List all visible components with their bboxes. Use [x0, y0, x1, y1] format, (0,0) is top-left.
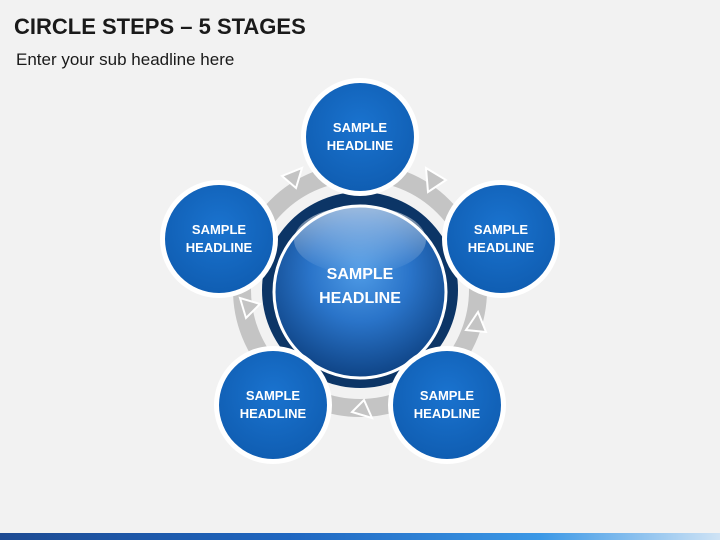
stage-5-label-line2: HEADLINE	[186, 240, 253, 255]
ring-arrow-4	[350, 398, 374, 420]
stage-circle-3: SAMPLE HEADLINE	[388, 346, 506, 464]
stage-5-label-line1: SAMPLE	[192, 222, 247, 237]
stage-circle-4: SAMPLE HEADLINE	[214, 346, 332, 464]
stage-3-label-line2: HEADLINE	[414, 406, 481, 421]
stage-circle-2: SAMPLE HEADLINE	[442, 180, 560, 298]
stage-3-label-line1: SAMPLE	[420, 388, 475, 403]
stage-4-label-line1: SAMPLE	[246, 388, 301, 403]
stage-1-label-line1: SAMPLE	[333, 120, 388, 135]
center-circle: SAMPLE HEADLINE	[262, 192, 458, 388]
ring-arrow-1	[280, 166, 304, 190]
stage-circle-1: SAMPLE HEADLINE	[301, 78, 419, 196]
stage-2-label-line2: HEADLINE	[468, 240, 535, 255]
stage-circle-5: SAMPLE HEADLINE	[160, 180, 278, 298]
center-label-line2: HEADLINE	[319, 290, 401, 307]
slide-subtitle: Enter your sub headline here	[16, 50, 235, 69]
footer-accent-bar	[0, 533, 720, 540]
ring-arrow-2	[424, 166, 448, 194]
stage-1-label-line2: HEADLINE	[327, 138, 394, 153]
center-label-line1: SAMPLE	[327, 266, 394, 283]
ring-arrows	[238, 166, 488, 420]
slide-title: CIRCLE STEPS – 5 STAGES	[14, 14, 306, 39]
ring-arrow-5	[238, 296, 262, 320]
stage-2-label-line1: SAMPLE	[474, 222, 529, 237]
stage-4-label-line2: HEADLINE	[240, 406, 307, 421]
ring-arrow-3	[464, 309, 488, 334]
